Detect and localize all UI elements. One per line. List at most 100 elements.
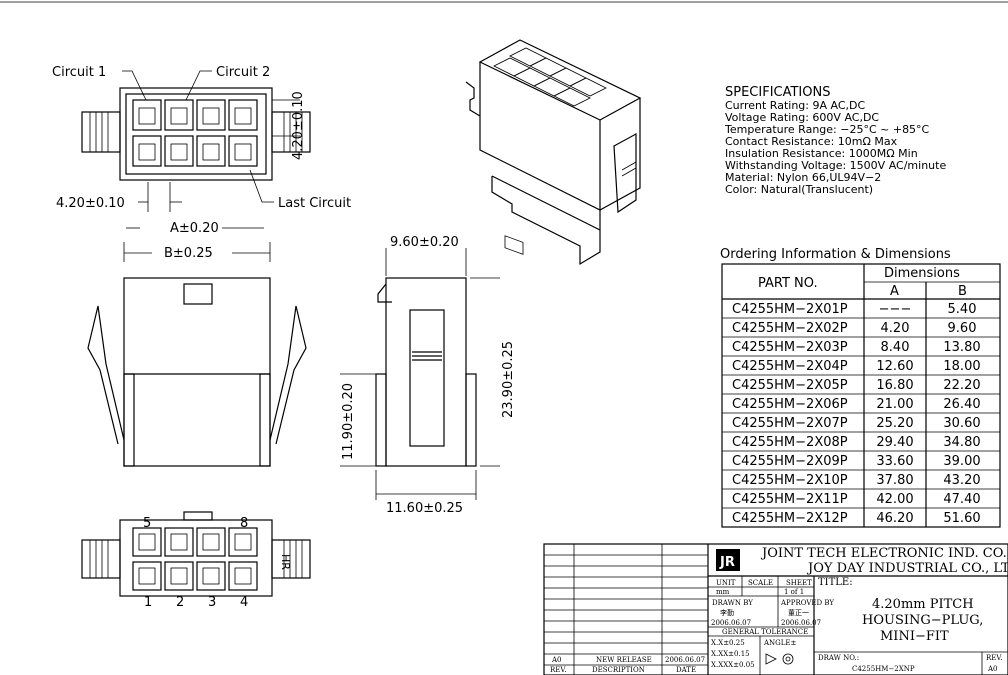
bottom-label-3: 3 [208, 595, 216, 610]
housing-inner [125, 93, 267, 175]
dim-pitch-vertical: 4.20±0.10 [291, 91, 306, 160]
approved-by-date: 2006.06.07 [781, 619, 821, 627]
dim-a: A±0.20 [170, 221, 219, 236]
bottom-label-4: 4 [240, 595, 248, 610]
rev-col-label: REV. [550, 666, 566, 674]
table-cell-a: −−− [879, 302, 912, 317]
bottom-label-1: 1 [144, 595, 152, 610]
desc-col-label: DESCRIPTION [592, 666, 645, 674]
left-latch-arm [87, 305, 125, 445]
sheet-label: SHEET [786, 579, 812, 587]
table-cell-a: 29.40 [876, 435, 913, 450]
table-cell-b: 43.20 [943, 473, 980, 488]
table-cell-b: 9.60 [948, 321, 977, 336]
table-cell-b: 30.60 [943, 416, 980, 431]
table-cell-part: C4255HM−2X04P [732, 359, 848, 374]
spec-line: Contact Resistance: 10mΩ Max [725, 135, 898, 148]
right-latch-arm [269, 305, 307, 445]
ordering-col-a: A [890, 284, 899, 299]
unit-value: mm [716, 588, 730, 596]
table-cell-part: C4255HM−2X11P [732, 492, 848, 507]
bottom-view: 5 8 1 2 3 4 HR [81, 511, 311, 610]
table-cell-part: C4255HM−2X12P [732, 511, 848, 526]
ordering-col-dims: Dimensions [884, 266, 960, 281]
table-cell-b: 18.00 [943, 359, 980, 374]
callout-leader [122, 70, 147, 101]
table-cell-b: 39.00 [943, 454, 980, 469]
tolerance-label: GENERAL TOLERANCE [722, 628, 808, 636]
front-body [123, 277, 271, 467]
table-cell-a: 42.00 [876, 492, 913, 507]
tol-2: X.XX±0.15 [711, 650, 750, 658]
sheet-value: 1 of 1 [784, 588, 804, 596]
drawn-by-label: DRAWN BY [712, 599, 753, 607]
cavity-grid [132, 99, 258, 167]
top-view: Circuit 1 Circuit 2 [52, 65, 351, 262]
draw-no-value: C4255HM−2XNP [852, 665, 915, 673]
table-cell-part: C4255HM−2X09P [732, 454, 848, 469]
spec-line: Temperature Range: −25°C ~ +85°C [724, 123, 930, 136]
table-cell-part: C4255HM−2X02P [732, 321, 848, 336]
table-cell-a: 25.20 [876, 416, 913, 431]
company-line-2: JOY DAY INDUSTRIAL CO., LTD. [806, 561, 1008, 576]
angle-label: ANGLE± [763, 639, 797, 647]
ordering-table: Ordering Information & Dimensions PART N… [720, 247, 1001, 528]
callout-leader [249, 169, 274, 203]
table-cell-b: 26.40 [943, 397, 980, 412]
rev-value: A0 [987, 665, 998, 673]
left-latch-ribs [89, 112, 109, 152]
left-latch [81, 111, 121, 153]
table-cell-b: 47.40 [943, 492, 980, 507]
spec-line: Material: Nylon 66,UL94V−2 [725, 171, 881, 184]
table-cell-b: 34.80 [943, 435, 980, 450]
drawn-by-date: 2006.06.07 [711, 619, 751, 627]
company-logo-mark: JR [719, 555, 735, 570]
spec-line: Current Rating: 9A AC,DC [725, 99, 865, 112]
table-cell-b: 51.60 [943, 511, 980, 526]
spec-heading: SPECIFICATIONS [725, 85, 830, 100]
side-body [385, 277, 467, 467]
title-line-2: HOUSING−PLUG, [862, 613, 983, 628]
ordering-title: Ordering Information & Dimensions [720, 247, 951, 262]
ordering-col-b: B [958, 284, 967, 299]
table-cell-a: 8.40 [881, 340, 910, 355]
rev-row-date: 2006.06.07 [665, 656, 705, 664]
dim-height-partial: 11.90±0.20 [341, 383, 356, 460]
callout-circuit-2: Circuit 2 [216, 65, 270, 80]
title-label: TITLE: [818, 577, 853, 588]
spec-line: Insulation Resistance: 1000MΩ Min [725, 147, 918, 160]
front-notch [183, 283, 213, 305]
table-cell-part: C4255HM−2X05P [732, 378, 848, 393]
spec-line: Withstanding Voltage: 1500V AC/minute [725, 159, 946, 172]
front-elevation [87, 277, 307, 467]
date-col-label: DATE [676, 666, 696, 674]
rev-row-desc: NEW RELEASE [596, 656, 652, 664]
projection-symbol-icon [765, 653, 794, 665]
dim-height-total: 23.90±0.25 [501, 341, 516, 418]
table-cell-a: 21.00 [876, 397, 913, 412]
side-latch-slot [409, 309, 445, 447]
side-elevation: 9.60±0.20 23.90±0.25 11.90±0.20 11.60±0.… [340, 235, 516, 516]
ordering-col-part: PART NO. [758, 276, 818, 291]
isometric-view [465, 39, 642, 266]
bottom-label-5: 5 [143, 516, 151, 531]
table-cell-a: 4.20 [881, 321, 910, 336]
rev-label: REV. [986, 654, 1002, 662]
dim-width-side: 9.60±0.20 [390, 235, 459, 250]
table-cell-b: 5.40 [948, 302, 977, 317]
table-cell-part: C4255HM−2X03P [732, 340, 848, 355]
title-line-3: MINI−FIT [880, 629, 949, 644]
bottom-side-mark: HR [279, 554, 292, 570]
table-cell-a: 12.60 [876, 359, 913, 374]
table-cell-part: C4255HM−2X10P [732, 473, 848, 488]
draw-no-label: DRAW NO.: [818, 654, 859, 662]
iso-cavities [493, 47, 607, 107]
bottom-label-8: 8 [240, 516, 248, 531]
approved-by-name: 董正一 [788, 608, 809, 617]
table-cell-part: C4255HM−2X06P [732, 397, 848, 412]
table-cell-b: 22.20 [943, 378, 980, 393]
right-latch [271, 111, 311, 153]
table-cell-a: 37.80 [876, 473, 913, 488]
